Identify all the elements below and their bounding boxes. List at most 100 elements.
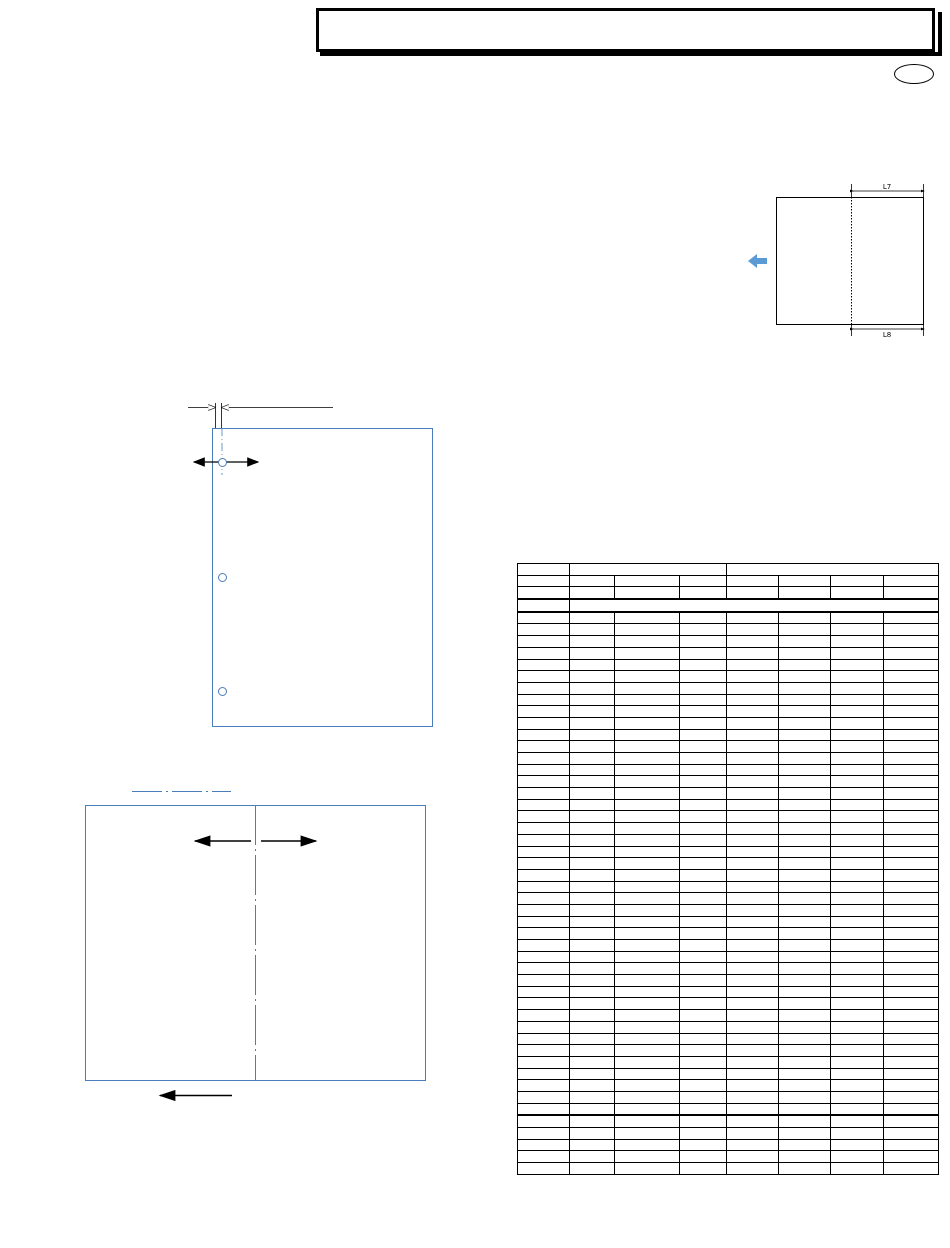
table-cell bbox=[569, 903, 615, 917]
table-cell bbox=[614, 962, 680, 976]
table-cell bbox=[883, 1114, 940, 1129]
table-cell bbox=[517, 574, 570, 588]
table-cell bbox=[726, 974, 780, 987]
table-cell bbox=[778, 586, 832, 600]
table-cell bbox=[569, 974, 615, 987]
table-cell bbox=[778, 985, 832, 999]
table-row bbox=[517, 857, 940, 870]
table-cell bbox=[517, 563, 570, 576]
table-cell bbox=[726, 716, 780, 730]
table-cell bbox=[614, 892, 680, 905]
table-cell bbox=[569, 1162, 615, 1175]
table-cell bbox=[726, 903, 780, 917]
table-cell bbox=[517, 962, 570, 976]
table-cell bbox=[726, 752, 780, 765]
table-cell bbox=[778, 787, 832, 800]
table-cell bbox=[883, 1127, 940, 1140]
table-cell bbox=[830, 880, 885, 894]
table-cell bbox=[778, 1138, 832, 1152]
table-cell bbox=[883, 586, 940, 600]
table-cell bbox=[569, 775, 615, 789]
table-cell bbox=[778, 658, 832, 672]
table-cell bbox=[678, 915, 728, 929]
table-cell bbox=[778, 892, 832, 905]
punch-diagram bbox=[188, 403, 433, 727]
table-cell bbox=[614, 763, 680, 777]
table-cell bbox=[569, 857, 615, 870]
table-row bbox=[517, 635, 940, 648]
table-cell bbox=[517, 1114, 570, 1129]
table-cell bbox=[830, 1009, 885, 1022]
table-cell bbox=[726, 845, 780, 859]
table-cell bbox=[614, 623, 680, 637]
table-cell bbox=[678, 775, 728, 789]
table-cell bbox=[830, 775, 885, 789]
table-cell bbox=[883, 868, 940, 882]
table-row bbox=[517, 787, 940, 800]
table-row bbox=[517, 1044, 940, 1057]
table-row bbox=[517, 915, 940, 929]
table-cell bbox=[569, 927, 615, 940]
table-cell bbox=[883, 1138, 940, 1152]
table-cell bbox=[569, 610, 615, 625]
table-cell bbox=[726, 646, 780, 660]
table-cell bbox=[778, 693, 832, 707]
table-cell bbox=[778, 670, 832, 683]
table-cell bbox=[517, 915, 570, 929]
table-cell bbox=[830, 915, 885, 929]
table-cell bbox=[883, 787, 940, 800]
table-cell bbox=[569, 716, 615, 730]
table-cell bbox=[517, 985, 570, 999]
table-cell bbox=[678, 670, 728, 683]
table-cell bbox=[830, 1114, 885, 1129]
table-cell bbox=[678, 1090, 728, 1104]
table-cell bbox=[883, 670, 940, 683]
table-row bbox=[517, 740, 940, 753]
table-cell bbox=[614, 857, 680, 870]
table-cell bbox=[830, 787, 885, 800]
table-cell bbox=[614, 810, 680, 824]
table-cell bbox=[569, 1114, 615, 1129]
table-cell bbox=[778, 915, 832, 929]
table-cell bbox=[778, 740, 832, 753]
table-cell bbox=[614, 1090, 680, 1104]
table-cell bbox=[778, 610, 832, 625]
table-cell bbox=[726, 1044, 780, 1057]
table-cell bbox=[883, 810, 940, 824]
table-cell bbox=[778, 1020, 832, 1034]
table-cell bbox=[778, 646, 832, 660]
punch-hole bbox=[218, 687, 227, 696]
table-cell bbox=[678, 822, 728, 835]
table-cell bbox=[830, 903, 885, 917]
table-row bbox=[517, 927, 940, 940]
table-cell bbox=[778, 810, 832, 824]
table-cell bbox=[569, 868, 615, 882]
table-cell bbox=[517, 798, 570, 812]
table-cell bbox=[830, 658, 885, 672]
table-cell bbox=[726, 658, 780, 672]
punch-hole bbox=[218, 573, 227, 582]
table-row bbox=[517, 705, 940, 718]
table-cell bbox=[726, 1055, 780, 1069]
table-cell bbox=[517, 868, 570, 882]
table-cell bbox=[614, 845, 680, 859]
table-cell bbox=[830, 693, 885, 707]
table-cell bbox=[883, 927, 940, 940]
table-cell bbox=[517, 693, 570, 707]
table-cell bbox=[678, 787, 728, 800]
table-cell bbox=[678, 903, 728, 917]
table-cell bbox=[517, 670, 570, 683]
table-cell bbox=[726, 670, 780, 683]
table-cell bbox=[778, 1055, 832, 1069]
table-cell bbox=[569, 787, 615, 800]
table-row bbox=[517, 693, 940, 707]
table-header-row bbox=[517, 563, 940, 576]
table-cell bbox=[726, 586, 780, 600]
table-row bbox=[517, 646, 940, 660]
table-cell bbox=[830, 997, 885, 1011]
table-cell bbox=[569, 939, 615, 952]
table-cell bbox=[517, 1044, 570, 1057]
table-cell bbox=[614, 740, 680, 753]
table-cell bbox=[517, 1102, 570, 1116]
page-badge bbox=[894, 64, 934, 84]
